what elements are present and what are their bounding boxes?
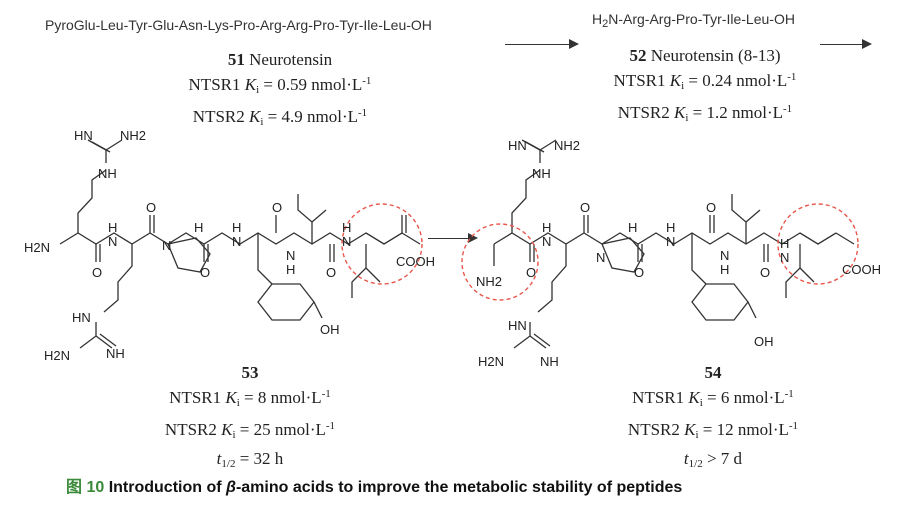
atom-n: N — [342, 234, 351, 249]
structure-53 — [59, 139, 423, 349]
beta-residue-highlight — [341, 203, 423, 285]
atom-o: O — [272, 200, 282, 215]
atom-o: O — [706, 200, 716, 215]
compound-53-block: 53 NTSR1 Ki = 8 nmol·L-1 NTSR2 Ki = 25 n… — [120, 363, 380, 476]
compound-53-ntsr2: NTSR2 Ki = 25 nmol·L-1 — [164, 420, 336, 441]
beta-residue-highlight-c-term — [777, 203, 859, 285]
atom-h: H — [194, 220, 203, 235]
atom-cooh: COOH — [396, 254, 435, 269]
atom-n: N — [666, 234, 675, 249]
compound-51-block: 51 Neurotensin NTSR1 Ki = 0.59 nmol·L-1 … — [130, 50, 430, 134]
compound-54-number: 54 — [704, 363, 722, 382]
atom-n: N — [596, 250, 605, 265]
atom-n: N — [286, 248, 295, 263]
figure-caption: 图 10 Introduction of β-amino acids to im… — [66, 479, 683, 496]
atom-h2n: H2N — [478, 354, 504, 369]
atom-h: H — [666, 220, 675, 235]
arrow-53-to-54 — [428, 233, 478, 243]
compound-53-half-life: t1/2 = 32 h — [216, 449, 284, 470]
beta-residue-highlight-n-term — [461, 223, 539, 301]
atom-h: H — [286, 262, 295, 277]
arrow-51-to-52 — [505, 39, 579, 49]
atom-o: O — [526, 265, 536, 280]
atom-h: H — [720, 262, 729, 277]
atom-hn: HN — [508, 318, 527, 333]
compound-52-ntsr2: NTSR2 Ki = 1.2 nmol·L-1 — [617, 103, 793, 124]
atom-hn: HN — [508, 138, 527, 153]
atom-h2n: H2N — [24, 240, 50, 255]
atom-o: O — [326, 265, 336, 280]
compound-53-ntsr1: NTSR1 Ki = 8 nmol·L-1 — [169, 388, 331, 409]
atom-nh2: NH2 — [120, 128, 146, 143]
atom-o: O — [760, 265, 770, 280]
atom-o: O — [92, 265, 102, 280]
compound-53-number: 53 — [241, 363, 259, 382]
atom-cooh: COOH — [842, 262, 881, 277]
atom-n: N — [720, 248, 729, 263]
arrow-52-to-next — [820, 39, 872, 49]
figure-number: 图 10 — [66, 479, 105, 496]
atom-h: H — [232, 220, 241, 235]
atom-nh: NH — [98, 166, 117, 181]
atom-hn: HN — [72, 310, 91, 325]
atom-nh2: NH2 — [554, 138, 580, 153]
atom-o: O — [200, 265, 210, 280]
atom-nh2: NH2 — [476, 274, 502, 289]
atom-h: H — [628, 220, 637, 235]
structure-54 — [461, 139, 859, 349]
atom-nh: NH — [540, 354, 559, 369]
atom-labels-53: HN NH2 NH H2N O H N O N H O H N O N H O … — [24, 128, 435, 363]
compound-54-ntsr1: NTSR1 Ki = 6 nmol·L-1 — [632, 388, 794, 409]
compound-54-block: 54 NTSR1 Ki = 6 nmol·L-1 NTSR2 Ki = 12 n… — [583, 363, 843, 476]
atom-h2n: H2N — [44, 348, 70, 363]
atom-h: H — [780, 236, 789, 251]
compound-52-title: 52 Neurotensin (8-13) — [629, 46, 781, 65]
atom-h: H — [342, 220, 351, 235]
atom-nh: NH — [532, 166, 551, 181]
atom-oh: OH — [320, 322, 340, 337]
atom-n: N — [542, 234, 551, 249]
compound-52-ntsr1: NTSR1 Ki = 0.24 nmol·L-1 — [613, 71, 797, 92]
atom-o: O — [634, 265, 644, 280]
atom-n: N — [780, 250, 789, 265]
neurotensin-8-13-sequence: H2N-Arg-Arg-Pro-Tyr-Ile-Leu-OH — [592, 11, 795, 30]
compound-52-block: 52 Neurotensin (8-13) NTSR1 Ki = 0.24 nm… — [560, 46, 850, 130]
atom-oh: OH — [754, 334, 774, 349]
atom-h: H — [108, 220, 117, 235]
atom-o: O — [146, 200, 156, 215]
compound-54-ntsr2: NTSR2 Ki = 12 nmol·L-1 — [627, 420, 799, 441]
atom-o: O — [580, 200, 590, 215]
atom-n: N — [108, 234, 117, 249]
atom-hn: HN — [74, 128, 93, 143]
atom-labels-54: HN NH2 NH NH2 O H N O N H O H N O N H O … — [476, 138, 881, 369]
compound-54-half-life: t1/2 > 7 d — [683, 449, 743, 470]
compound-51-ntsr2: NTSR2 Ki = 4.9 nmol·L-1 — [192, 107, 368, 128]
compound-51-ntsr1: NTSR1 Ki = 0.59 nmol·L-1 — [188, 75, 372, 96]
atom-n: N — [162, 238, 171, 253]
compound-51-title: 51 Neurotensin — [227, 50, 333, 69]
neurotensin-sequence: PyroGlu-Leu-Tyr-Glu-Asn-Lys-Pro-Arg-Arg-… — [45, 17, 432, 33]
atom-n: N — [232, 234, 241, 249]
atom-h: H — [542, 220, 551, 235]
atom-nh: NH — [106, 346, 125, 361]
